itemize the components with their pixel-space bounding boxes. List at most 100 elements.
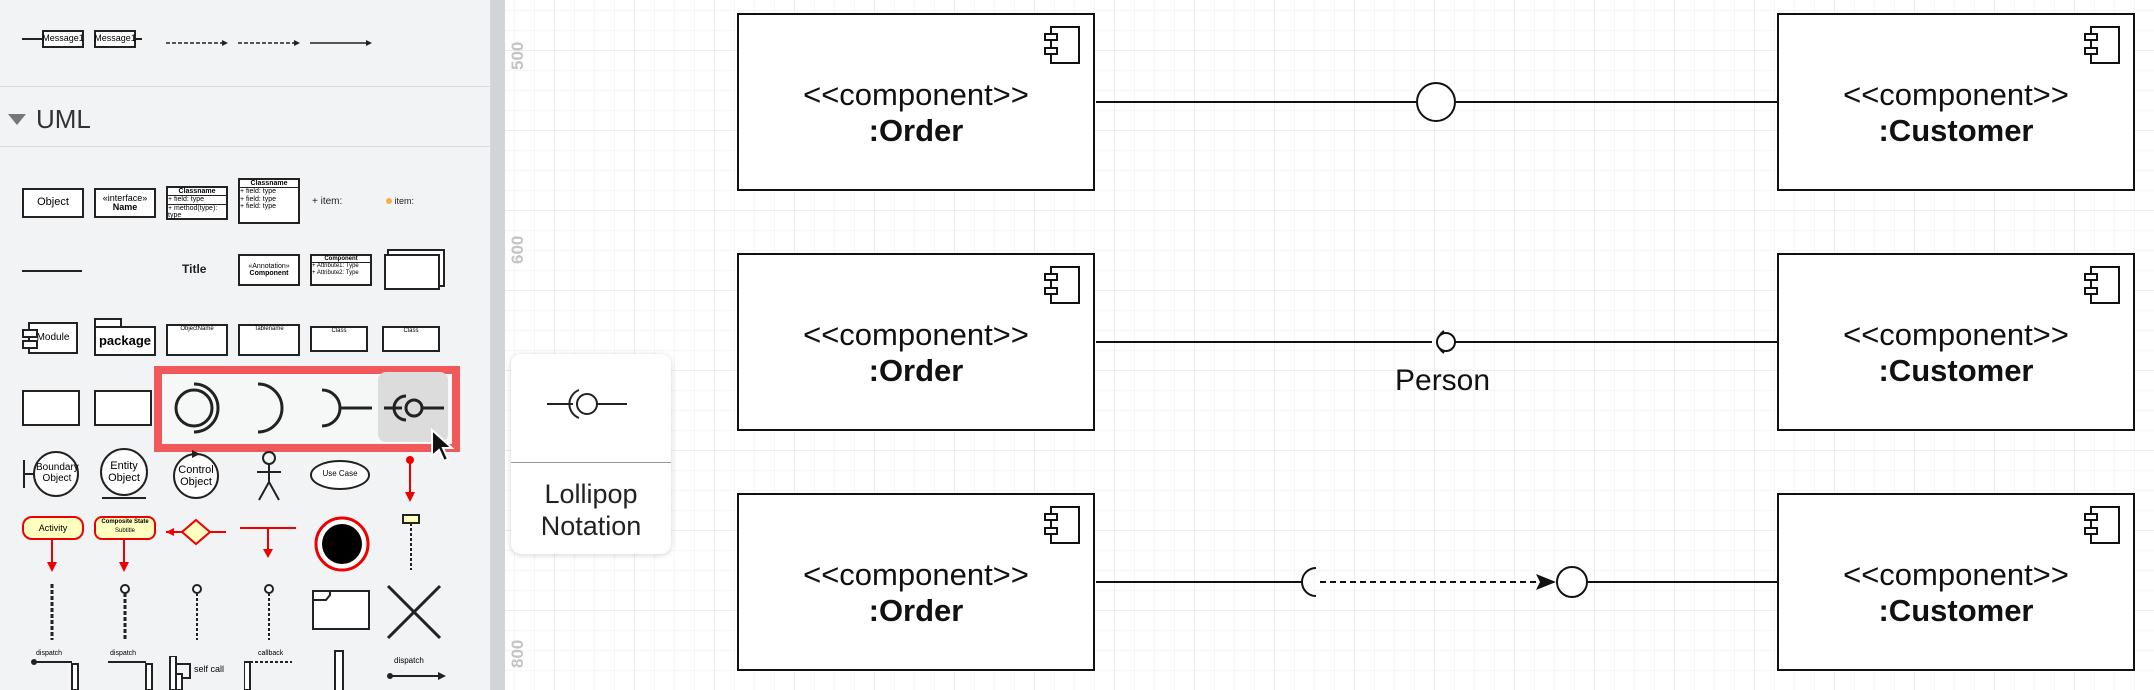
lifeline-icon xyxy=(402,514,420,570)
boundary-object-shape[interactable]: Boundary Object xyxy=(22,448,82,498)
uml-section-header[interactable]: UML xyxy=(8,104,91,135)
uml-line-shape[interactable] xyxy=(22,270,82,272)
uml-class-small-1[interactable]: Class xyxy=(310,326,368,352)
section-divider xyxy=(0,86,490,87)
component-order-1[interactable]: <<component>> :Order xyxy=(737,13,1095,191)
provided-interface-icon xyxy=(174,382,220,434)
message-shape-2[interactable]: Message1 xyxy=(94,30,142,50)
activation-shape-1[interactable] xyxy=(48,584,56,640)
dispatch-arrow-icon xyxy=(31,659,79,690)
component-customer-1[interactable]: <<component>> :Customer xyxy=(1777,13,2135,191)
required-interface-line-shape[interactable] xyxy=(318,388,372,428)
lollipop-notation-shape[interactable] xyxy=(384,390,444,426)
uml-item-shape[interactable]: + item: xyxy=(312,196,343,207)
control-label: Control Object xyxy=(178,464,214,489)
uml-interface-field-shape[interactable] xyxy=(94,390,152,426)
uml-title-shape[interactable]: Title xyxy=(182,262,207,276)
shape-preview-tooltip: Lollipop Notation xyxy=(511,354,671,554)
component-label: Component xyxy=(312,256,370,264)
class-field: + field: type xyxy=(240,195,276,203)
component-name: :Order xyxy=(868,593,964,628)
class-field: + field: type xyxy=(240,203,276,211)
use-case-shape[interactable]: Use Case xyxy=(310,460,370,490)
message-arrow-icon xyxy=(136,38,142,40)
uml-section-title: UML xyxy=(36,104,91,134)
entity-object-shape[interactable]: Entity Object xyxy=(98,446,150,500)
item-label: item: xyxy=(394,196,415,206)
component-order-3[interactable]: <<component>> :Order xyxy=(737,493,1095,671)
lollipop-ball-icon[interactable] xyxy=(1556,566,1588,598)
self-call-shape[interactable]: self call xyxy=(168,656,228,690)
dispatch-shape-1[interactable]: dispatch xyxy=(30,650,80,690)
stereotype-message-2[interactable] xyxy=(238,34,300,46)
uml-table-shape[interactable]: Tablename xyxy=(238,324,300,356)
callback-arrow-icon xyxy=(244,661,292,690)
decision-shape[interactable] xyxy=(164,514,228,554)
activity-shape[interactable]: Activity xyxy=(22,516,84,572)
uml-interface-shape[interactable]: «interface» Name xyxy=(94,188,156,218)
component-customer-3[interactable]: <<component>> :Customer xyxy=(1777,493,2135,671)
uml-module-shape[interactable]: Module xyxy=(22,322,78,354)
composite-state-box: Composite State Subtitle xyxy=(94,516,156,540)
red-flow-icon xyxy=(405,456,415,502)
uml-class-shape-2[interactable]: Classname + field: type + field: type + … xyxy=(238,178,300,224)
fork-shape[interactable] xyxy=(240,524,296,558)
tooltip-label-line2: Notation xyxy=(540,511,642,542)
boundary-icon xyxy=(23,451,79,497)
provided-interface-shape[interactable] xyxy=(166,380,226,436)
activation-icon xyxy=(264,584,274,640)
lifeline-shape[interactable] xyxy=(402,514,420,570)
activity-label: Activity xyxy=(22,516,84,540)
component-icon xyxy=(2084,506,2120,544)
frame-shape[interactable] xyxy=(312,590,370,630)
component-name: :Order xyxy=(868,113,964,148)
dispatch-arrow-icon xyxy=(108,661,153,690)
section-divider xyxy=(0,146,490,147)
final-state-shape[interactable] xyxy=(314,516,370,572)
activation-bar-shape[interactable] xyxy=(334,650,344,690)
interface-stereotype: «interface» xyxy=(102,192,148,203)
message-label: Message1 xyxy=(42,30,84,48)
callback-shape[interactable]: callback xyxy=(244,650,294,690)
activation-shape-2[interactable] xyxy=(118,584,132,640)
uml-node-shape[interactable] xyxy=(384,254,440,290)
component-order-2[interactable]: <<component>> :Order xyxy=(737,253,1095,431)
control-object-shape[interactable]: Control Object xyxy=(170,448,222,500)
uml-class-shape[interactable]: Classname + field: type + method(type): … xyxy=(166,186,228,220)
uml-class-small-2[interactable]: Class xyxy=(382,326,440,352)
dispatch-shape-2[interactable]: dispatch xyxy=(104,650,154,690)
connector-label-person[interactable]: Person xyxy=(1395,364,1491,397)
component-icon xyxy=(2084,26,2120,64)
message-shape-1[interactable]: Message1 xyxy=(22,28,84,50)
uml-class-field-shape[interactable] xyxy=(22,390,80,426)
component-customer-2[interactable]: <<component>> :Customer xyxy=(1777,253,2135,431)
self-call-label: self call xyxy=(194,664,225,674)
actor-shape[interactable] xyxy=(254,450,284,502)
destroy-shape[interactable] xyxy=(386,584,442,640)
composite-state-label: Composite State xyxy=(101,519,149,525)
stereotype-message-1[interactable] xyxy=(166,34,228,46)
activation-shape-3[interactable] xyxy=(190,584,204,640)
uml-component-attributes[interactable]: Component + Attribute1: Type + Attribute… xyxy=(310,254,372,286)
lollipop-ball-icon[interactable] xyxy=(1436,332,1456,352)
socket-icon[interactable] xyxy=(1301,567,1317,597)
lollipop-ball-icon[interactable] xyxy=(1416,82,1456,122)
self-call-icon xyxy=(169,656,191,690)
dispatch-shape-3[interactable]: dispatch xyxy=(386,656,446,690)
uml-object-shape[interactable]: Object xyxy=(22,188,84,218)
actor-icon xyxy=(257,451,281,501)
stereotype-message-3[interactable] xyxy=(310,34,372,46)
required-interface-shape[interactable] xyxy=(252,380,292,436)
uml-annotation-component[interactable]: «Annotation» Component xyxy=(238,254,300,286)
module-label: Module xyxy=(28,322,78,354)
sidebar-scrollbar[interactable] xyxy=(491,0,505,690)
class-field: + field: type xyxy=(240,188,276,196)
uml-item-icon-shape[interactable]: item: xyxy=(386,196,414,206)
uml-package-shape[interactable]: package xyxy=(94,318,156,356)
uml-object-name-shape[interactable]: ObjectName xyxy=(166,324,228,356)
activation-shape-4[interactable] xyxy=(262,584,276,640)
component-icon xyxy=(1044,26,1080,64)
composite-state-shape[interactable]: Composite State Subtitle xyxy=(94,516,156,572)
initial-state-flow-shape[interactable] xyxy=(402,456,418,502)
